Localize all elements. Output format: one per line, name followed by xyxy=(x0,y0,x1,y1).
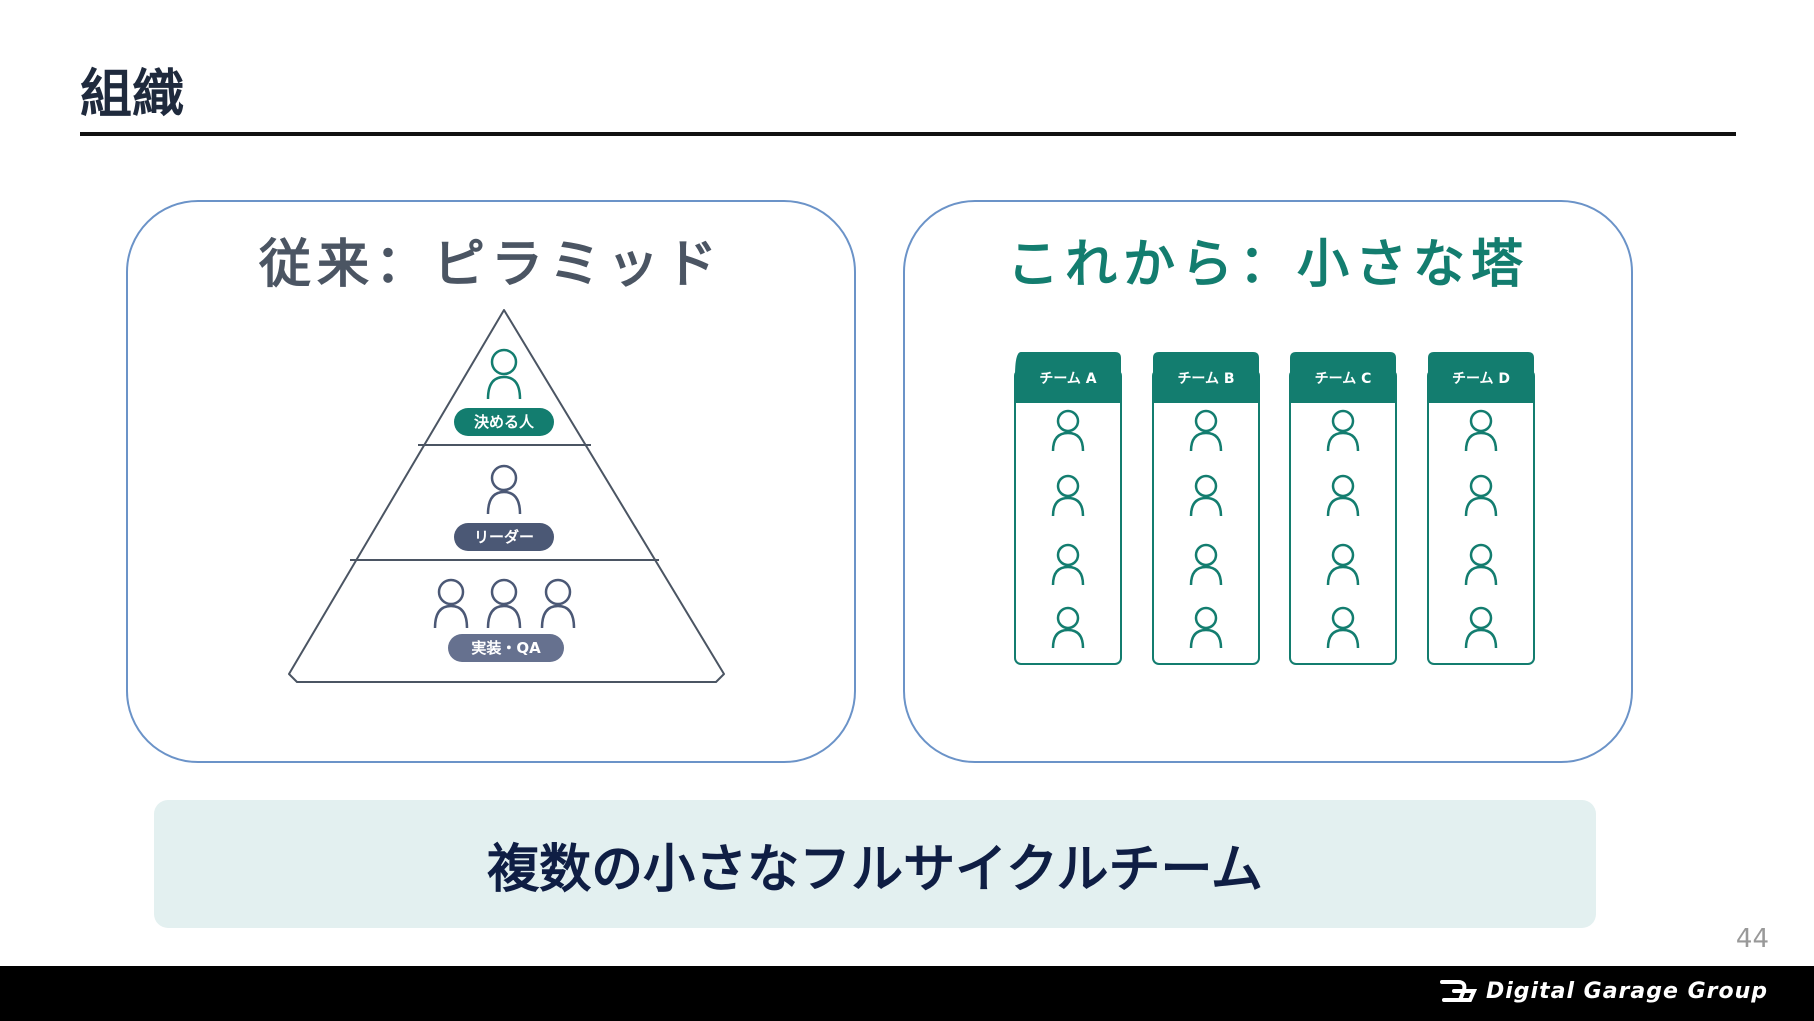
person-icon xyxy=(433,578,469,629)
team-column-b: チーム B xyxy=(1152,352,1260,665)
tier-label-leader: リーダー xyxy=(474,528,534,546)
tier-label-implementation: 実装・QA xyxy=(471,639,541,657)
person-icon xyxy=(1326,409,1360,452)
tier-label-deciders: 決める人 xyxy=(474,413,535,431)
pyramid-diagram: 決める人 リーダー 実装・QA xyxy=(288,309,725,683)
person-icon xyxy=(1189,606,1223,649)
person-icon xyxy=(1189,474,1223,517)
dg-logo-icon xyxy=(1439,980,1478,1002)
team-column-c: チーム C xyxy=(1289,352,1397,665)
team-column-d: チーム D xyxy=(1427,352,1535,665)
person-icon xyxy=(1051,543,1085,586)
towers-diagram: チーム A チーム B チーム C xyxy=(1014,352,1535,665)
pyramid-panel: 従来：ピラミッド 決める人 リーダー xyxy=(126,200,856,763)
person-icon xyxy=(1464,543,1498,586)
person-icon xyxy=(1051,606,1085,649)
person-icon xyxy=(1326,543,1360,586)
tier-badge-deciders xyxy=(454,408,554,436)
footer-logo: Digital Garage Group xyxy=(1439,978,1768,1004)
towers-heading: これから：小さな塔 xyxy=(1006,235,1529,295)
title-divider xyxy=(80,132,1736,136)
pyramid-heading: 従来：ピラミッド xyxy=(258,235,723,295)
person-icon xyxy=(1051,409,1085,452)
person-icon xyxy=(1464,474,1498,517)
person-icon xyxy=(486,578,522,629)
team-column-a: チーム A xyxy=(1014,352,1122,665)
person-icon xyxy=(1051,474,1085,517)
person-icon xyxy=(1189,409,1223,452)
tier-badge-implementation xyxy=(448,634,564,662)
person-icon xyxy=(1326,474,1360,517)
summary-callout: 複数の小さなフルサイクルチーム xyxy=(154,800,1596,928)
page-number: 44 xyxy=(1735,924,1769,954)
team-label-d: チーム D xyxy=(1452,371,1510,387)
person-icon xyxy=(1326,606,1360,649)
person-icon xyxy=(486,464,522,515)
person-icon xyxy=(1464,606,1498,649)
person-icon xyxy=(1464,409,1498,452)
footer-logo-text: Digital Garage Group xyxy=(1485,978,1768,1004)
team-label-b: チーム B xyxy=(1177,371,1234,387)
person-icon xyxy=(1189,543,1223,586)
summary-text: 複数の小さなフルサイクルチーム xyxy=(487,839,1263,900)
team-label-c: チーム C xyxy=(1315,371,1372,387)
tier-badge-leader xyxy=(454,523,554,551)
pyramid-outline xyxy=(288,309,725,683)
person-icon xyxy=(540,578,576,629)
team-label-a: チーム A xyxy=(1039,371,1096,387)
slide-title: 組織 xyxy=(80,65,185,125)
person-icon xyxy=(486,348,522,400)
towers-panel: これから：小さな塔 チーム A チーム B チーム C xyxy=(903,200,1633,763)
footer-bar: Digital Garage Group xyxy=(0,966,1814,1021)
